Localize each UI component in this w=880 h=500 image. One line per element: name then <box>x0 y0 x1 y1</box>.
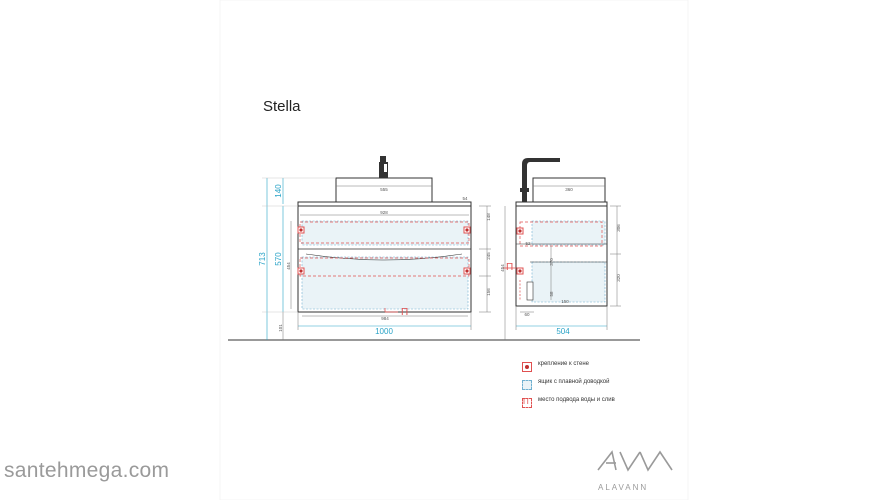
faucet-front-icon <box>379 156 388 178</box>
label-drawer-width: 984 <box>381 316 389 321</box>
soft-close-drawer-icon <box>522 380 532 390</box>
wall-mount-icon <box>297 226 471 275</box>
label-side-drawer-height-1: 306 <box>616 224 621 232</box>
logo-text: ALAVANN <box>598 483 649 492</box>
watermark: santehmega.com <box>4 459 170 482</box>
front-water-mark: П <box>401 307 408 318</box>
label-drawer-mid-height: 245 <box>486 252 491 260</box>
main-dimension-labels: 1000 504 713 140 570 <box>258 184 570 336</box>
dimension-labels: 555 928 984 454 101 148 245 156 54 360 3… <box>278 187 621 332</box>
legend-label: крепление к стене <box>538 361 590 367</box>
side-drawer-bottom <box>531 261 606 303</box>
label-inner-height: 454 <box>286 262 291 270</box>
side-water-mark: П <box>506 262 513 273</box>
label-side-water-height: 454 <box>500 264 505 272</box>
front-water-zone-lower <box>299 257 470 277</box>
alavann-logo <box>597 450 673 472</box>
label-leg-height: 101 <box>278 324 283 332</box>
water-marks: П П <box>401 262 513 318</box>
side-siphon <box>526 281 534 301</box>
side-wall-mount-icon <box>516 227 524 275</box>
label-side-basin-width: 360 <box>565 187 573 192</box>
water-connection-icon <box>522 397 532 408</box>
front-drawer-bottom <box>301 256 469 310</box>
label-top-inner-width: 928 <box>380 210 388 215</box>
front-drawer-top <box>301 220 469 246</box>
label-side-drawer-height-2: 320 <box>616 274 621 282</box>
label-drawer-bottom-height: 156 <box>486 288 491 296</box>
label-cabinet-height: 570 <box>274 252 283 266</box>
side-countertop <box>515 201 608 207</box>
front-view <box>262 156 491 340</box>
legend-label: ящик с плавной доводкой <box>538 379 610 385</box>
front-siphon-cutout <box>305 253 463 261</box>
label-side-mount-height: 52 <box>525 241 531 246</box>
label-side-dim-b: 58 <box>549 291 554 297</box>
label-drawer-top-height: 148 <box>486 213 491 221</box>
label-top-offset: 54 <box>462 196 468 201</box>
legend-label: место подвода воды и слив <box>538 397 615 403</box>
side-drawer-top <box>531 220 606 246</box>
label-basin-width: 555 <box>380 187 388 192</box>
label-side-left: 60 <box>524 312 530 317</box>
label-side-dim-a: 370 <box>549 258 554 266</box>
faucet-side-icon <box>520 158 560 203</box>
label-total-height: 713 <box>258 252 267 266</box>
wall-mount-icon <box>522 362 532 372</box>
label-basin-height: 140 <box>274 184 283 198</box>
label-side-depth: 504 <box>556 327 570 336</box>
page-title: Stella <box>263 98 301 115</box>
side-view <box>503 158 621 340</box>
label-total-width: 1000 <box>375 327 393 336</box>
side-basin <box>532 177 606 203</box>
label-side-inner-depth: 150 <box>561 299 569 304</box>
front-countertop <box>297 201 472 207</box>
